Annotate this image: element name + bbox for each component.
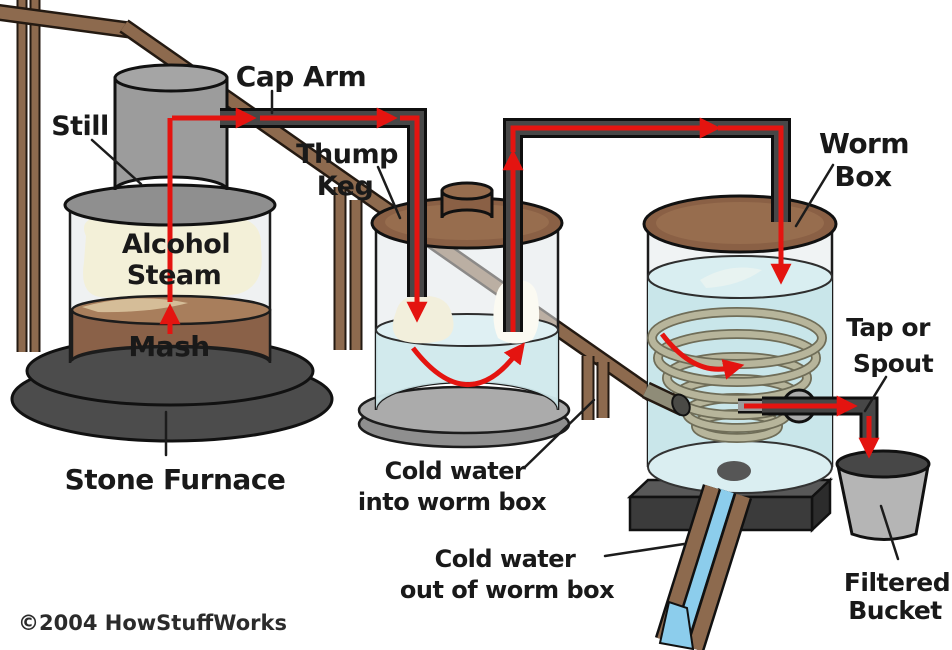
keg-base-top xyxy=(357,385,571,435)
inlet-log-opening xyxy=(671,393,691,417)
worm-box-leader xyxy=(794,163,835,228)
stone-furnace xyxy=(10,335,334,443)
label-cold-water-out-2: out of worm box xyxy=(400,576,615,604)
label-stone-furnace: Stone Furnace xyxy=(65,463,286,496)
label-cap-arm: Cap Arm xyxy=(236,60,366,93)
bucket-body xyxy=(836,464,930,541)
label-tap-or-spout-2: Spout xyxy=(853,349,934,378)
label-worm-box-1: Worm xyxy=(819,127,909,160)
label-cold-water-in-1: Cold water xyxy=(385,457,526,485)
keg-steam-blob-left xyxy=(392,295,454,344)
into-keg-arrow xyxy=(400,115,428,323)
label-filtered-bucket-1: Filtered xyxy=(844,568,950,597)
label-thump-keg-1: Thump xyxy=(296,139,398,170)
tap-leader xyxy=(863,375,888,413)
keg-bubble-arc-arrow xyxy=(411,342,525,388)
bucket-leader xyxy=(879,504,900,561)
bucket-top xyxy=(835,449,931,479)
label-cold-water-out-1: Cold water xyxy=(435,545,576,573)
label-cold-water-in-2: into worm box xyxy=(358,488,547,516)
thump-keg xyxy=(357,181,571,449)
still-cap-top xyxy=(113,63,229,93)
cold-water-out-leader xyxy=(603,542,686,558)
keg-top-cap xyxy=(440,181,494,201)
to-worm-arrow xyxy=(510,117,721,152)
label-thump-keg-2: Keg xyxy=(317,171,374,202)
coil-spiral-arrow xyxy=(660,332,745,380)
outflow-trough xyxy=(654,484,753,650)
thump-keg-leader xyxy=(376,165,402,220)
still-leader xyxy=(90,138,143,186)
mash-surface-highlight xyxy=(82,298,188,313)
inlet-swirl xyxy=(700,267,762,288)
flow-arrows xyxy=(159,107,880,459)
label-alcohol-steam-2: Steam xyxy=(127,260,222,291)
label-filtered-bucket-2: Bucket xyxy=(848,596,942,625)
trough-water-face xyxy=(658,600,695,650)
labels: Still Cap Arm Thump Keg Worm Box Alcohol… xyxy=(18,60,951,635)
label-still: Still xyxy=(51,111,109,142)
into-worm-arrow xyxy=(718,125,792,285)
worm-box xyxy=(626,194,838,533)
leader-lines xyxy=(90,89,900,561)
copyright-text: ©2004 HowStuffWorks xyxy=(18,611,287,635)
label-tap-or-spout-1: Tap or xyxy=(846,313,931,342)
trough-right-rail xyxy=(688,493,750,650)
label-worm-box-2: Box xyxy=(834,160,892,193)
label-alcohol-steam-1: Alcohol xyxy=(122,229,230,260)
filtered-bucket xyxy=(835,449,931,541)
drain-hole xyxy=(717,461,751,481)
top-beam xyxy=(0,6,130,36)
cold-water-in-leader xyxy=(522,398,596,470)
label-mash: Mash xyxy=(128,330,209,363)
